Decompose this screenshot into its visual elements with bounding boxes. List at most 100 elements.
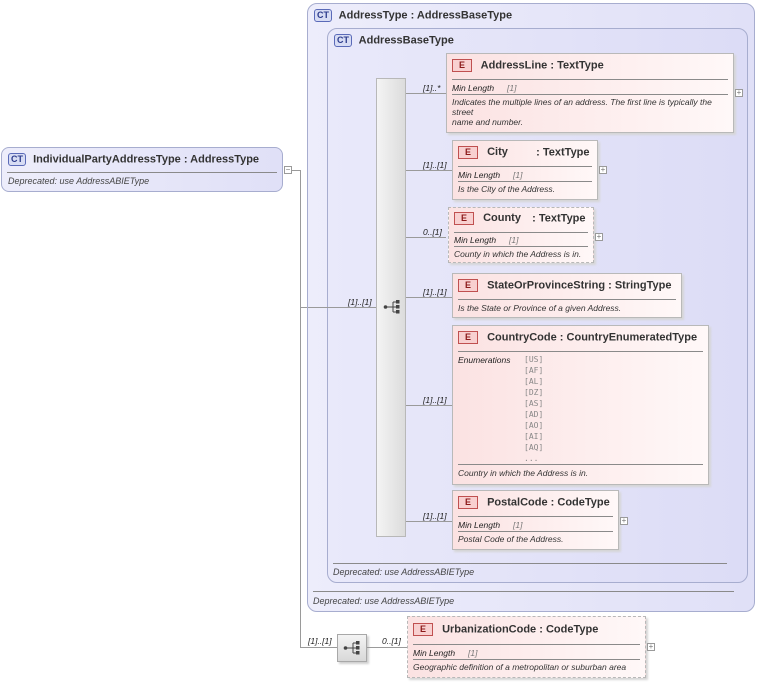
connector <box>406 170 452 171</box>
root-type-box[interactable]: CT IndividualPartyAddressType : AddressT… <box>1 147 283 192</box>
element-country-code[interactable]: E CountryCode : CountryEnumeratedType En… <box>452 325 709 485</box>
element-type: CodeType <box>557 496 610 509</box>
address-base-type-separator <box>333 563 727 564</box>
element-cardinality: 0..[1] <box>423 227 442 237</box>
element-name: StateOrProvinceString <box>487 279 606 292</box>
address-base-type-title: CT AddressBaseType <box>334 34 454 47</box>
element-doc: Is the State or Province of a given Addr… <box>458 303 622 313</box>
element-icon: E <box>458 146 478 159</box>
element-cardinality: [1]..[1] <box>423 511 447 521</box>
element-icon: E <box>458 279 478 292</box>
element-cardinality: [1]..* <box>423 83 441 93</box>
enumeration-list: [US] [AF] [AL] [DZ] [AS] [AD] [AO] [AI] … <box>524 354 543 464</box>
element-type: CodeType <box>545 623 599 636</box>
address-type-title: CT AddressType : AddressBaseType <box>314 9 512 22</box>
element-separator <box>452 79 728 80</box>
enum-value: [DZ] <box>524 388 544 397</box>
complex-type-icon: CT <box>334 34 352 47</box>
element-separator <box>413 659 640 660</box>
address-base-type-name: AddressBaseType <box>358 34 454 47</box>
element-urbanization-code[interactable]: E UrbanizationCode : CodeType Min Length… <box>407 616 646 678</box>
root-type-base: AddressType <box>190 153 260 166</box>
enum-value: [AS] <box>524 399 544 408</box>
sequence-cardinality: [1]..[1] <box>348 297 372 307</box>
element-doc: County in which the Address is in. <box>454 249 582 259</box>
facet-value: [1] <box>513 170 523 180</box>
element-cardinality: [1]..[1] <box>423 395 447 405</box>
connector <box>300 170 301 648</box>
root-type-note: Deprecated: use AddressABIEType <box>8 176 150 186</box>
element-separator <box>454 246 588 247</box>
element-cardinality: 0..[1] <box>382 636 401 646</box>
element-separator <box>458 531 613 532</box>
element-icon: E <box>454 212 474 225</box>
root-type-title: CT IndividualPartyAddressType : AddressT… <box>8 153 259 166</box>
outer-sequence-cardinality: [1]..[1] <box>308 636 332 646</box>
element-icon: E <box>458 496 478 509</box>
connector <box>308 307 376 308</box>
element-separator <box>458 181 592 182</box>
element-type: TextType <box>542 146 590 159</box>
facet-label: Min Length <box>454 235 497 245</box>
element-icon: E <box>452 59 472 72</box>
facet-value: [1] <box>509 235 519 245</box>
element-address-line[interactable]: E AddressLine : TextType Min Length [1] … <box>446 53 734 133</box>
enum-value: [US] <box>524 355 544 364</box>
root-type-separator <box>7 172 277 173</box>
connector <box>406 297 452 298</box>
facet-value: [1] <box>507 83 517 93</box>
address-type-note: Deprecated: use AddressABIEType <box>313 596 455 606</box>
connector <box>300 307 308 308</box>
expand-button[interactable]: + <box>735 88 743 97</box>
sequence-icon <box>383 300 400 314</box>
element-type: TextType <box>557 59 604 72</box>
connector <box>367 647 407 648</box>
connector <box>406 237 446 238</box>
element-doc: Geographic definition of a metropolitan … <box>413 662 627 672</box>
element-name: AddressLine <box>480 59 548 72</box>
connector <box>406 93 446 94</box>
address-type-base: AddressBaseType <box>416 9 513 22</box>
element-icon: E <box>458 331 478 344</box>
element-state-or-province[interactable]: E StateOrProvinceString : StringType Is … <box>452 273 682 318</box>
connector <box>300 647 337 648</box>
expand-button[interactable]: + <box>620 516 628 525</box>
element-icon: E <box>413 623 433 636</box>
expand-button[interactable]: + <box>599 165 607 174</box>
element-name: UrbanizationCode <box>442 623 537 636</box>
element-name: City <box>487 146 508 159</box>
connector <box>292 170 300 171</box>
element-cardinality: [1]..[1] <box>423 287 447 297</box>
enum-value: [AF] <box>524 366 544 375</box>
complex-type-icon: CT <box>314 9 332 22</box>
expand-button[interactable]: + <box>647 642 655 651</box>
element-separator <box>458 299 676 300</box>
address-type-separator <box>313 591 734 592</box>
element-postal-code[interactable]: E PostalCode : CodeType Min Length [1] P… <box>452 490 619 550</box>
enum-value: [AD] <box>524 410 544 419</box>
element-separator <box>458 351 703 352</box>
sequence-icon <box>343 641 360 655</box>
element-doc: Postal Code of the Address. <box>458 534 564 544</box>
element-type: TextType <box>538 212 586 225</box>
enum-value: [AI] <box>524 432 544 441</box>
element-doc: Is the City of the Address. <box>458 184 556 194</box>
facet-label: Min Length <box>413 648 456 658</box>
element-separator <box>458 166 592 167</box>
element-city[interactable]: E City : TextType Min Length [1] Is the … <box>452 140 598 200</box>
address-base-type-note: Deprecated: use AddressABIEType <box>333 567 475 577</box>
element-separator <box>458 464 703 465</box>
expand-button[interactable]: + <box>595 232 603 241</box>
element-separator <box>458 516 613 517</box>
element-separator <box>454 232 588 233</box>
element-type: CountryEnumeratedType <box>566 331 698 344</box>
element-county[interactable]: E County : TextType Min Length [1] Count… <box>448 207 594 263</box>
element-type: StringType <box>614 279 672 292</box>
facet-label: Min Length <box>458 520 501 530</box>
facet-label: Min Length <box>452 83 495 93</box>
root-collapse-button[interactable]: − <box>284 165 292 174</box>
facet-label: Min Length <box>458 170 501 180</box>
connector <box>406 521 452 522</box>
enum-value: [AO] <box>524 421 544 430</box>
element-doc: Country in which the Address is in. <box>458 468 589 478</box>
